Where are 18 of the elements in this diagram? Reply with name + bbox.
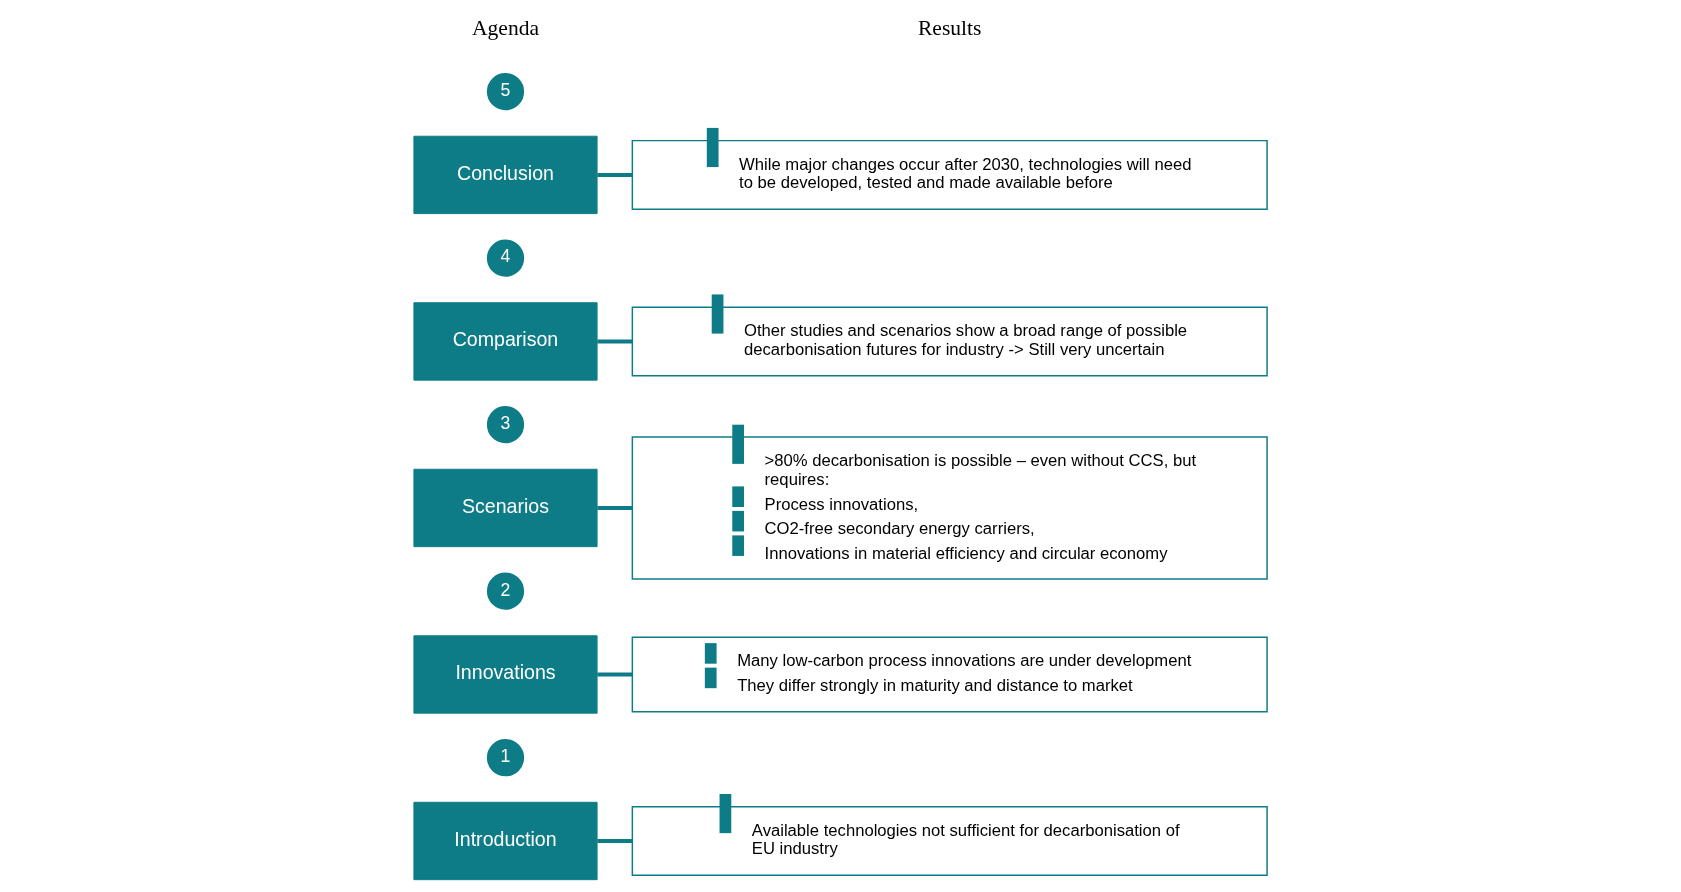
connector — [597, 172, 633, 177]
node-box: Scenarios — [413, 468, 598, 548]
label: Agenda — [472, 16, 539, 41]
node-circle: 5 — [484, 71, 527, 113]
node-circle: 1 — [484, 737, 527, 779]
connector — [597, 339, 633, 344]
node-circle: 4 — [484, 237, 527, 279]
node-circle: 3 — [484, 404, 527, 446]
label: Results — [918, 16, 982, 41]
node-box: Innovations — [413, 635, 598, 714]
connector — [597, 506, 633, 510]
node-box: Many low-carbon process innovations are under development They differ strongly in maturity and distance to market — [631, 636, 1268, 713]
node-circle: 2 — [484, 570, 527, 612]
node-box: Comparison — [413, 302, 598, 381]
connector — [597, 672, 633, 677]
connector — [597, 839, 633, 843]
node-box: Conclusion — [413, 135, 598, 215]
node-box: Introduction — [413, 801, 598, 881]
